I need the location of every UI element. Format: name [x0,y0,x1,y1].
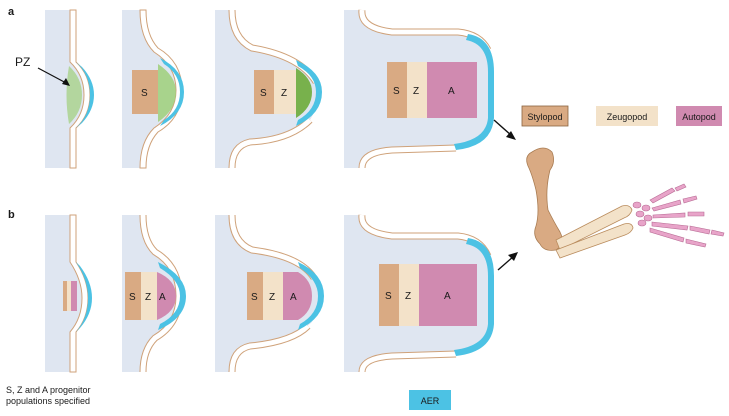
segment-label-s: S [141,88,148,99]
panel-a-label: a [8,6,15,18]
segment-label-s: S [260,88,267,99]
zeugopod-progenitors [67,281,71,311]
segment-label-s: S [251,292,258,303]
segment-label-z: Z [145,292,151,303]
panel-b-label: b [8,209,15,221]
stage-a3: S Z [215,10,322,168]
legend-zeugopod-label: Zeugopod [607,112,648,122]
segment-label-a: A [290,292,297,303]
segment-label-s: S [393,86,400,97]
footnote-line-2: populations specified [6,396,146,407]
arrow-b-to-limb [498,252,518,270]
segment-label-z: Z [281,88,287,99]
stage-b1 [45,215,92,372]
legend-autopod-label: Autopod [682,112,716,122]
footnote-line-1: S, Z and A progenitor [6,385,146,396]
segment-label-z: Z [269,292,275,303]
stage-a2: S [122,10,184,168]
limb-skeleton [527,148,724,258]
legend-aer-label: AER [421,396,440,406]
stylopod-progenitors [63,281,67,311]
stage-a1 [45,10,94,168]
stage-b3: S Z A [215,215,324,372]
segment-label-z: Z [413,86,419,97]
footnote: S, Z and A progenitor populations specif… [6,385,146,407]
pz-label: PZ [15,55,30,69]
segment-label-z: Z [405,291,411,302]
autopod-bones [633,184,724,247]
stage-a4: S Z A [344,10,494,168]
segment-label-a: A [444,291,451,302]
stylopod-bone [527,148,563,250]
arrow-a-to-limb [494,120,516,140]
segment-label-s: S [385,291,392,302]
segment-label-a: A [448,86,455,97]
stage-b4: S Z A [344,215,494,372]
stage-b2: S Z A [122,215,186,372]
autopod-progenitors [71,281,77,311]
segment-label-s: S [129,292,136,303]
segment-label-a: A [159,292,166,303]
legend-stylopod-label: Stylopod [527,112,562,122]
